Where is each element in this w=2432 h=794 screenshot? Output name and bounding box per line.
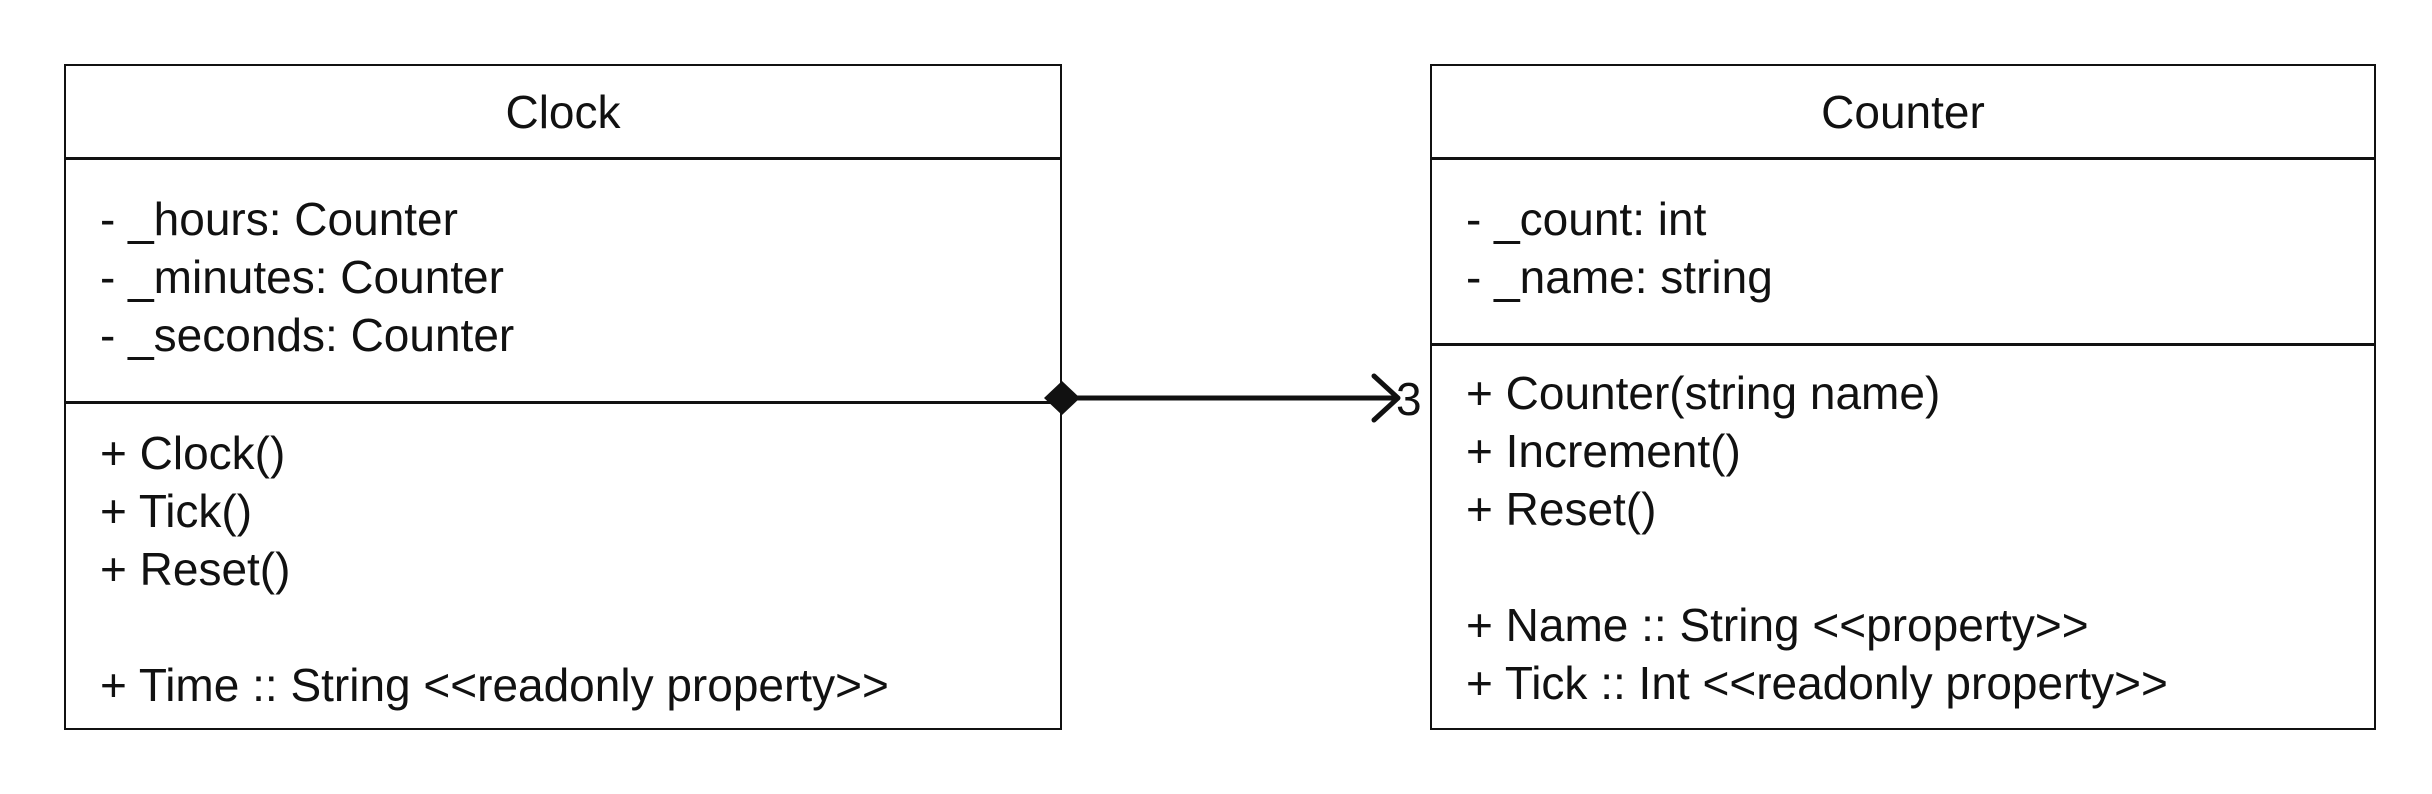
- attribute-minutes: - _minutes: Counter: [100, 251, 504, 303]
- class-name-counter: Counter: [1432, 66, 2374, 160]
- attribute-hours: - _hours: Counter: [100, 193, 458, 245]
- attribute-count: - _count: int: [1466, 193, 1707, 245]
- attribute-seconds: - _seconds: Counter: [100, 309, 515, 361]
- attribute-name: - _name: string: [1466, 251, 1773, 303]
- clock-class-box: Clock - _hours: Counter - _minutes: Coun…: [64, 64, 1062, 730]
- property-tick: + Tick :: Int <<readonly property>>: [1466, 657, 2168, 709]
- operation-increment: + Increment(): [1466, 425, 1741, 477]
- member-spacer: [100, 598, 1060, 656]
- class-name-clock: Clock: [66, 66, 1060, 160]
- property-name: + Name :: String <<property>>: [1466, 599, 2089, 651]
- navigability-arrow-icon: [1371, 373, 1401, 423]
- property-time: + Time :: String <<readonly property>>: [100, 659, 889, 711]
- operation-clock-constructor: + Clock(): [100, 427, 286, 479]
- operation-reset: + Reset(): [100, 543, 291, 595]
- operation-counter-constructor: + Counter(string name): [1466, 367, 1941, 419]
- counter-class-box: Counter - _count: int - _name: string + …: [1430, 64, 2376, 730]
- clock-attributes-compartment: - _hours: Counter - _minutes: Counter - …: [66, 160, 1060, 404]
- clock-operations-compartment: + Clock() + Tick() + Reset() + Time :: S…: [66, 404, 1060, 714]
- operation-reset: + Reset(): [1466, 483, 1657, 535]
- counter-operations-compartment: + Counter(string name) + Increment() + R…: [1432, 346, 2374, 712]
- operation-tick: + Tick(): [100, 485, 253, 537]
- counter-attributes-compartment: - _count: int - _name: string: [1432, 160, 2374, 346]
- member-spacer: [1466, 538, 2374, 596]
- multiplicity-label: 3: [1396, 373, 1422, 425]
